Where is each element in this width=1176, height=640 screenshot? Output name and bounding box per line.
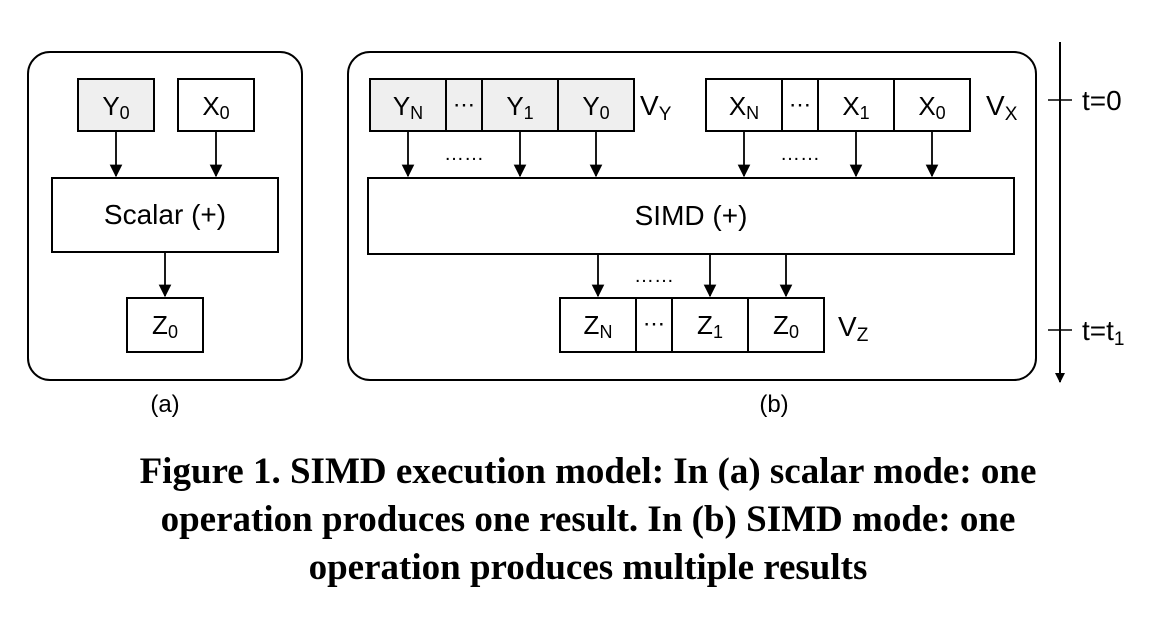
caption-line-2: operation produces one result. In (b) SI…	[160, 499, 1016, 540]
figure-caption: Figure 1. SIMD execution model: In (a) s…	[0, 448, 1176, 592]
vector-z-cell-0-label: Z0	[773, 310, 799, 342]
panel-b-frame	[347, 51, 1037, 381]
vector-z-cell-n	[559, 297, 637, 353]
vector-x-ellipsis-label: ⋯	[789, 92, 811, 117]
timeline: t=0 t=t1	[1048, 42, 1125, 383]
scalar-unit-label: Scalar (+)	[104, 199, 226, 230]
vector-z-name: VZ	[838, 311, 869, 346]
simd-unit-box	[367, 177, 1015, 255]
caption-line-3: operation produces multiple results	[308, 547, 868, 588]
vector-y-cell-1-label: Y1	[506, 91, 533, 123]
vector-y-name: VY	[640, 90, 672, 125]
vector-z-cell-1-label: Z1	[697, 310, 723, 342]
vector-z-cell-0	[747, 297, 825, 353]
panel-a-input-y-label: Y0	[102, 91, 129, 123]
timeline-start-label: t=0	[1082, 85, 1122, 116]
vector-y-cell-ellipsis	[445, 78, 483, 132]
simd-unit-label: SIMD (+)	[635, 200, 748, 231]
caption-line-1: Figure 1. SIMD execution model: In (a) s…	[139, 451, 1037, 492]
vector-y-cell-0-label: Y0	[582, 91, 609, 123]
vector-y-ellipsis-label: ⋯	[453, 92, 475, 117]
timeline-end-label: t=t1	[1082, 315, 1125, 350]
vector-y: YN ⋯ Y1 Y0 VY	[369, 78, 672, 132]
panel-a-output-label: Z0	[152, 310, 178, 342]
vector-y-cell-n-label: YN	[393, 91, 423, 123]
vector-x-cell-ellipsis	[781, 78, 819, 132]
panel-a-caption-label: (a)	[150, 391, 179, 418]
vector-x-name: VX	[986, 90, 1018, 125]
vector-z-cell-n-label: ZN	[584, 310, 613, 342]
vector-x-cell-n-label: XN	[729, 91, 759, 123]
simd-diagram: Y0 X0 Scalar (+) Z0 (a) YN ⋯ Y1 Y0 VY	[27, 42, 1125, 418]
vector-z: ZN ⋯ Z1 Z0 VZ	[559, 297, 869, 353]
panel-b-caption-label: (b)	[759, 391, 788, 418]
panel-a-input-x-box	[177, 78, 255, 132]
panel-a-input-x-label: X0	[202, 91, 229, 123]
dots-x: ……	[780, 143, 820, 165]
dots-y: ……	[444, 143, 484, 165]
vector-z-ellipsis-label: ⋯	[643, 311, 665, 336]
vector-y-cell-0	[557, 78, 635, 132]
vector-x-cell-n	[705, 78, 783, 132]
vector-x-cell-0-label: X0	[918, 91, 945, 123]
panel-b: YN ⋯ Y1 Y0 VY XN ⋯ X1 X0 VX …… …… SIMD	[347, 51, 1037, 418]
panel-a-output-box	[126, 297, 204, 353]
vector-x-cell-1-label: X1	[842, 91, 869, 123]
vector-x: XN ⋯ X1 X0 VX	[705, 78, 1018, 132]
panel-a-frame	[27, 51, 303, 381]
vector-x-cell-1	[817, 78, 895, 132]
vector-z-cell-1	[671, 297, 749, 353]
panel-a: Y0 X0 Scalar (+) Z0 (a)	[27, 51, 303, 418]
dots-z: ……	[634, 265, 674, 287]
vector-y-cell-1	[481, 78, 559, 132]
vector-z-cell-ellipsis	[635, 297, 673, 353]
vector-x-cell-0	[893, 78, 971, 132]
